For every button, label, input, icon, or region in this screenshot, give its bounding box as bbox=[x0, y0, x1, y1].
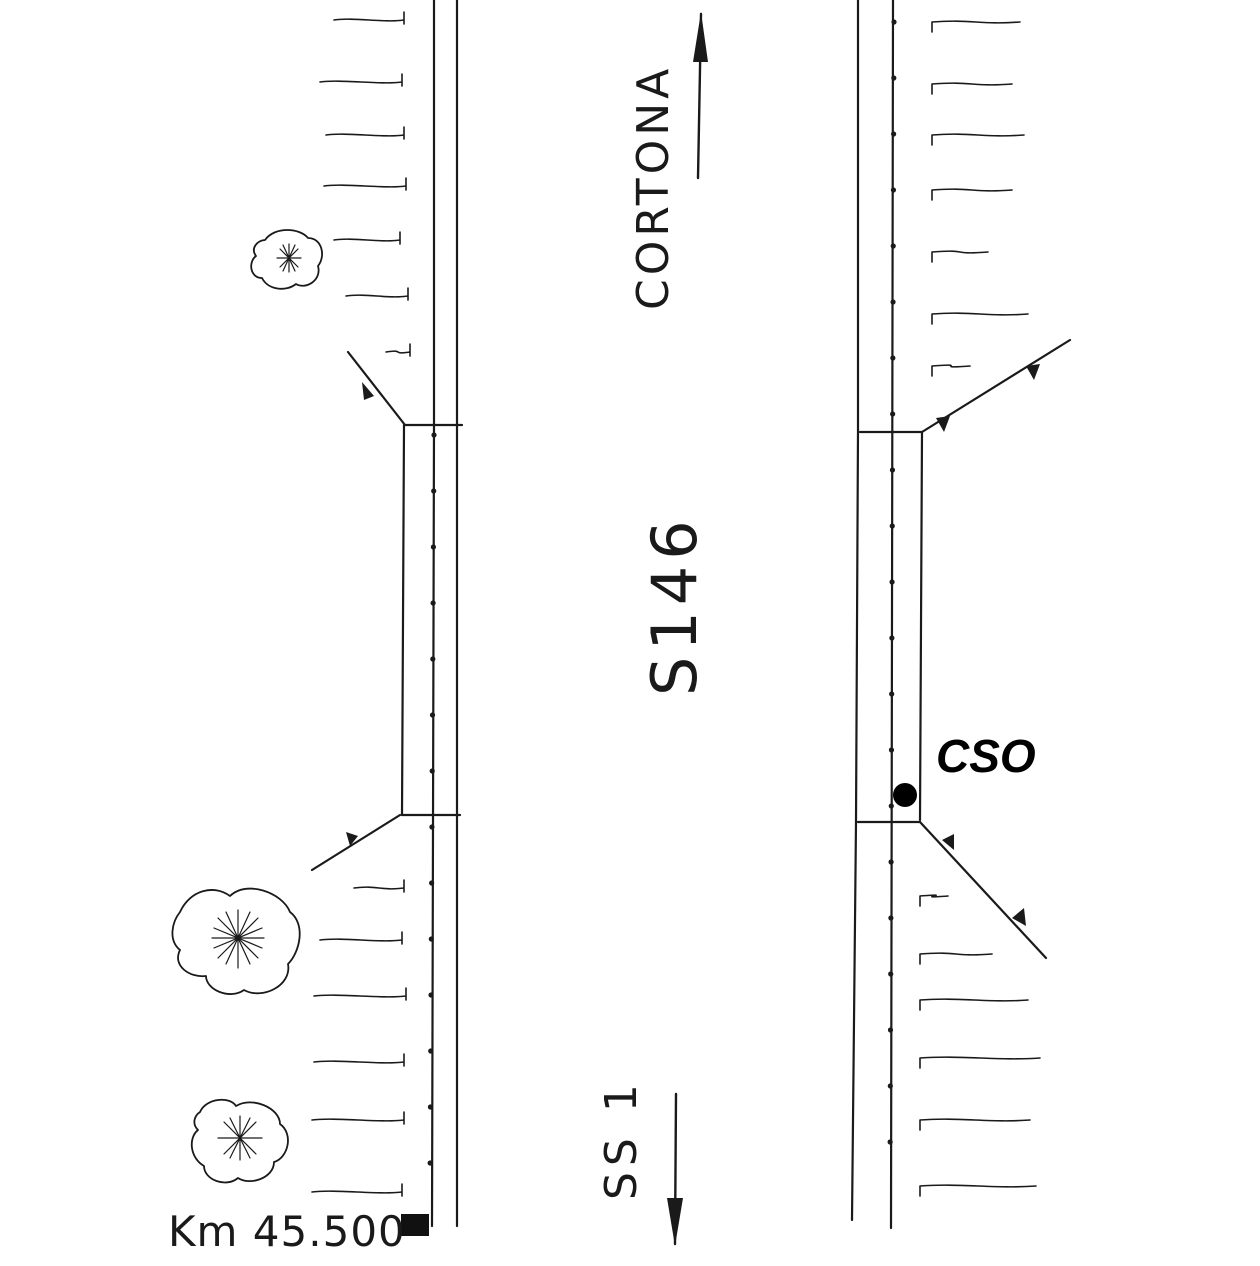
marking-dot bbox=[889, 523, 895, 529]
road-name-label: S146 bbox=[638, 514, 711, 696]
marking-dot bbox=[428, 1048, 434, 1054]
marking-dot bbox=[890, 411, 896, 417]
marking-dot bbox=[888, 803, 894, 809]
verge-mark bbox=[931, 188, 1013, 201]
marking-dot bbox=[889, 635, 895, 641]
marking-dot bbox=[890, 355, 896, 361]
km-marker-label: Km 45.500 bbox=[168, 1207, 406, 1256]
marking-dot bbox=[428, 936, 434, 942]
tree-icon bbox=[190, 1098, 289, 1184]
marking-dot bbox=[889, 579, 895, 585]
marking-dot bbox=[431, 488, 437, 494]
marking-dot bbox=[887, 1139, 893, 1145]
triangle-marker-icon bbox=[346, 382, 374, 846]
verge-mark bbox=[919, 1118, 1031, 1131]
verge-mark bbox=[931, 312, 1029, 325]
verge-mark bbox=[313, 987, 407, 1001]
verge-mark bbox=[313, 1053, 405, 1067]
verge-mark bbox=[385, 343, 411, 357]
marking-dot bbox=[888, 747, 895, 753]
marking-dot bbox=[427, 1160, 433, 1166]
verge-mark bbox=[931, 20, 1021, 33]
marking-dot bbox=[890, 243, 896, 249]
arrow-down-icon bbox=[667, 1092, 683, 1246]
verge-mark bbox=[919, 894, 949, 907]
marking-dot bbox=[891, 131, 897, 137]
marking-dot bbox=[889, 691, 895, 697]
left-verge-marks bbox=[311, 11, 411, 1197]
cso-point bbox=[893, 783, 917, 807]
triangle-marker-icon bbox=[936, 364, 1040, 926]
right-dotted-line bbox=[887, 19, 897, 1145]
marking-dot bbox=[888, 915, 894, 921]
marking-dot bbox=[431, 432, 437, 438]
marking-dot bbox=[891, 75, 897, 81]
marking-dot bbox=[430, 656, 436, 662]
km-marker-square-icon bbox=[401, 1214, 429, 1236]
verge-mark bbox=[333, 231, 401, 245]
tree-icon bbox=[171, 887, 301, 995]
verge-mark bbox=[345, 287, 409, 301]
verge-mark bbox=[931, 364, 971, 377]
arrow-up-icon bbox=[693, 12, 708, 180]
marking-dot bbox=[887, 1083, 893, 1089]
verge-mark bbox=[931, 133, 1025, 146]
direction-top-label: CORTONA bbox=[628, 65, 679, 310]
verge-mark bbox=[919, 1184, 1037, 1197]
left-lay-by bbox=[310, 350, 464, 872]
marking-dot bbox=[428, 992, 434, 998]
marking-dot bbox=[888, 859, 894, 865]
verge-mark bbox=[931, 82, 1013, 95]
cso-label: CSO bbox=[936, 730, 1036, 782]
direction-bottom-label: SS 1 bbox=[596, 1078, 647, 1200]
marking-dot bbox=[429, 768, 435, 774]
verge-mark bbox=[319, 931, 403, 945]
marking-dot bbox=[429, 824, 435, 830]
marking-dot bbox=[429, 880, 435, 886]
marking-dot bbox=[427, 1104, 434, 1110]
marking-dot bbox=[888, 971, 894, 977]
verge-mark bbox=[333, 11, 405, 25]
marking-dot bbox=[890, 187, 897, 193]
marking-dot bbox=[891, 19, 897, 25]
verge-mark bbox=[325, 126, 405, 140]
right-road-edge bbox=[850, 0, 895, 1230]
verge-mark bbox=[931, 250, 989, 263]
verge-mark bbox=[323, 177, 407, 191]
marking-dot bbox=[430, 544, 437, 550]
marking-dot bbox=[430, 600, 436, 606]
verge-mark bbox=[919, 998, 1029, 1011]
marking-dot bbox=[889, 467, 896, 473]
verge-mark bbox=[353, 879, 405, 893]
verge-mark bbox=[311, 1111, 405, 1125]
verge-mark bbox=[319, 73, 403, 87]
verge-mark bbox=[919, 952, 993, 965]
marking-dot bbox=[429, 712, 436, 718]
verge-mark bbox=[919, 1056, 1041, 1069]
left-road-edge bbox=[430, 0, 459, 1228]
marking-dot bbox=[887, 1027, 894, 1033]
verge-mark bbox=[311, 1183, 403, 1197]
right-lay-by bbox=[856, 338, 1072, 960]
marking-dot bbox=[890, 299, 896, 305]
right-verge-marks bbox=[919, 20, 1041, 1197]
tree-icon bbox=[250, 229, 323, 290]
left-dotted-line bbox=[427, 432, 437, 1166]
